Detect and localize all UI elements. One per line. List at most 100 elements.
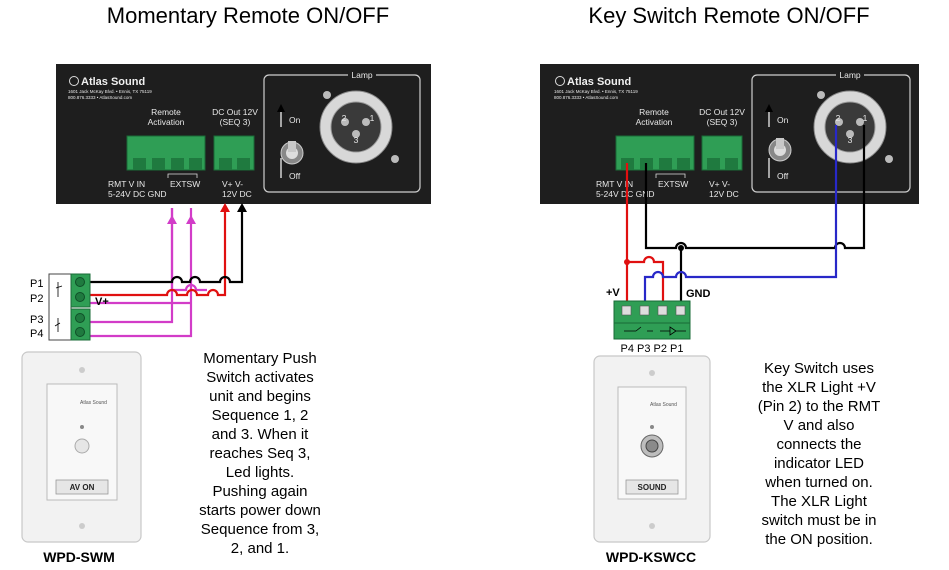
right-rmt-label-2: 5-24V DC GND [596, 189, 655, 199]
left-dc-label-2: 12V DC [222, 189, 252, 199]
left-remote-activation-label-1: Remote [151, 107, 181, 117]
right-switch-terminals: +V GND P4 P3 P2 P1 [606, 287, 711, 355]
left-xlr-connector: 2 1 3 [319, 90, 399, 164]
right-xlr-pin-3: 3 [848, 135, 853, 145]
left-dc-out-label-2: (SEQ 3) [220, 117, 251, 127]
left-wire-magenta-2 [90, 208, 174, 324]
left-description-line: reaches Seq 3, [209, 445, 311, 462]
right-lamp-label: Lamp [839, 70, 861, 80]
left-address-line-1: 1601 Jack McKay Blvd. • Ennis, TX 75119 [68, 89, 152, 94]
left-address-line-2: 800.876.3333 • AtlasSound.com [68, 95, 132, 100]
right-wiring [624, 125, 866, 309]
left-wiring [90, 203, 247, 338]
right-description-line: connects the [776, 436, 862, 453]
left-remote-activation-label-2: Activation [148, 117, 185, 127]
right-control-panel: Atlas Sound 1601 Jack McKay Blvd. • Enni… [540, 64, 919, 204]
left-description-line: starts power down [199, 502, 321, 519]
right-remote-activation-label-2: Activation [636, 117, 673, 127]
left-description-line: Momentary Push [203, 350, 317, 367]
right-wire-blue [643, 125, 838, 309]
left-dc-out-label-1: DC Out 12V [212, 107, 258, 117]
left-description-line: Sequence 1, 2 [211, 407, 309, 424]
left-description-line: Sequence from 3, [200, 521, 320, 538]
right-xlr-pin-1: 1 [863, 113, 868, 123]
left-control-panel: Atlas Sound 1601 Jack McKay Blvd. • Enni… [56, 64, 431, 204]
right-vplus-label: +V [606, 287, 620, 299]
left-rmt-label-2: 5-24V DC GND [108, 189, 167, 199]
right-xlr-pin-2: 2 [836, 113, 841, 123]
left-terminal-p4: P4 [30, 328, 43, 340]
left-description-line: and 3. When it [211, 426, 309, 443]
right-description-line: V and also [783, 417, 855, 434]
left-description-line: unit and begins [209, 388, 311, 405]
right-extsw-label: EXTSW [658, 179, 688, 189]
brand-logo-icon [69, 76, 79, 86]
left-wire-red [90, 208, 227, 297]
right-rmt-label-1: RMT V IN [596, 179, 633, 189]
right-lamp-frame [751, 74, 911, 193]
left-xlr-pin-1: 1 [370, 113, 375, 123]
right-description-line: the ON position. [765, 531, 873, 548]
left-on-label: On [289, 115, 301, 125]
left-terminal-p3: P3 [30, 314, 43, 326]
right-dc-out-label-2: (SEQ 3) [707, 117, 738, 127]
left-plate-label: AV ON [70, 483, 95, 492]
right-toggle-switch: On Off [765, 104, 792, 181]
right-terminal-labels: P4 P3 P2 P1 [621, 343, 684, 355]
right-description: Key Switch uses the XLR Light +V (Pin 2)… [734, 359, 904, 549]
right-caption: WPD-KSWCC [606, 549, 696, 565]
right-dc-label-2: 12V DC [709, 189, 739, 199]
right-description-line: The XLR Light [771, 493, 867, 510]
right-description-line: indicator LED [773, 455, 865, 472]
left-lamp-frame [263, 74, 421, 193]
left-plate-brand: Atlas Sound [80, 400, 107, 406]
right-title: Key Switch Remote ON/OFF [588, 3, 869, 28]
left-toggle-switch: On Off [277, 104, 304, 181]
right-description-line: switch must be in [761, 512, 877, 529]
right-dc-out-label-1: DC Out 12V [699, 107, 745, 117]
right-address-line-2: 800.876.3333 • AtlasSound.com [554, 95, 618, 100]
left-remote-terminal-block [126, 135, 206, 171]
right-plate-label: SOUND [638, 483, 667, 492]
left-description: Momentary Push Switch activates unit and… [172, 349, 348, 558]
left-vplus-label: V+ [95, 296, 109, 308]
right-plate-brand: Atlas Sound [650, 402, 677, 408]
right-xlr-connector: 2 1 3 [813, 90, 893, 164]
left-wire-black [90, 208, 244, 284]
left-switch-terminals: P1 P2 P3 P4 V+ [30, 273, 109, 341]
right-remote-activation-label-1: Remote [639, 107, 669, 117]
left-description-line: 2, and 1. [230, 540, 290, 557]
left-off-label: Off [289, 171, 301, 181]
right-wire-black-1 [644, 125, 866, 250]
left-description-line: Led lights. [225, 464, 295, 481]
right-gnd-label: GND [686, 288, 711, 300]
left-dc-label-1: V+ V- [222, 179, 243, 189]
right-brand-name: Atlas Sound [567, 76, 631, 88]
left-dc-terminal-block [213, 135, 255, 171]
left-lamp-label: Lamp [351, 70, 373, 80]
right-wall-plate: Atlas Sound SOUND [593, 355, 711, 543]
left-rmt-label-1: RMT V IN [108, 179, 145, 189]
right-description-line: Key Switch uses [763, 360, 875, 377]
brand-logo-icon [555, 76, 565, 86]
left-caption: WPD-SWM [43, 549, 115, 565]
right-dc-label-1: V+ V- [709, 179, 730, 189]
left-terminal-p2: P2 [30, 293, 43, 305]
right-description-line: when turned on. [765, 474, 873, 491]
left-description-line: Pushing again [212, 483, 308, 500]
right-address-line-1: 1601 Jack McKay Blvd. • Ennis, TX 75119 [554, 89, 638, 94]
left-wire-magenta-3 [90, 301, 193, 338]
right-description-line: (Pin 2) to the RMT [757, 398, 881, 415]
right-off-label: Off [777, 171, 789, 181]
left-extsw-label: EXTSW [170, 179, 200, 189]
left-title: Momentary Remote ON/OFF [107, 3, 389, 28]
right-description-line: the XLR Light +V [762, 379, 876, 396]
left-xlr-pin-2: 2 [342, 113, 347, 123]
left-wall-plate: Atlas Sound AV ON [21, 351, 142, 543]
right-on-label: On [777, 115, 789, 125]
left-xlr-pin-3: 3 [354, 135, 359, 145]
left-brand-name: Atlas Sound [81, 76, 145, 88]
right-brand-logo: Atlas Sound 1601 Jack McKay Blvd. • Enni… [554, 76, 638, 100]
left-terminal-p1: P1 [30, 278, 43, 290]
